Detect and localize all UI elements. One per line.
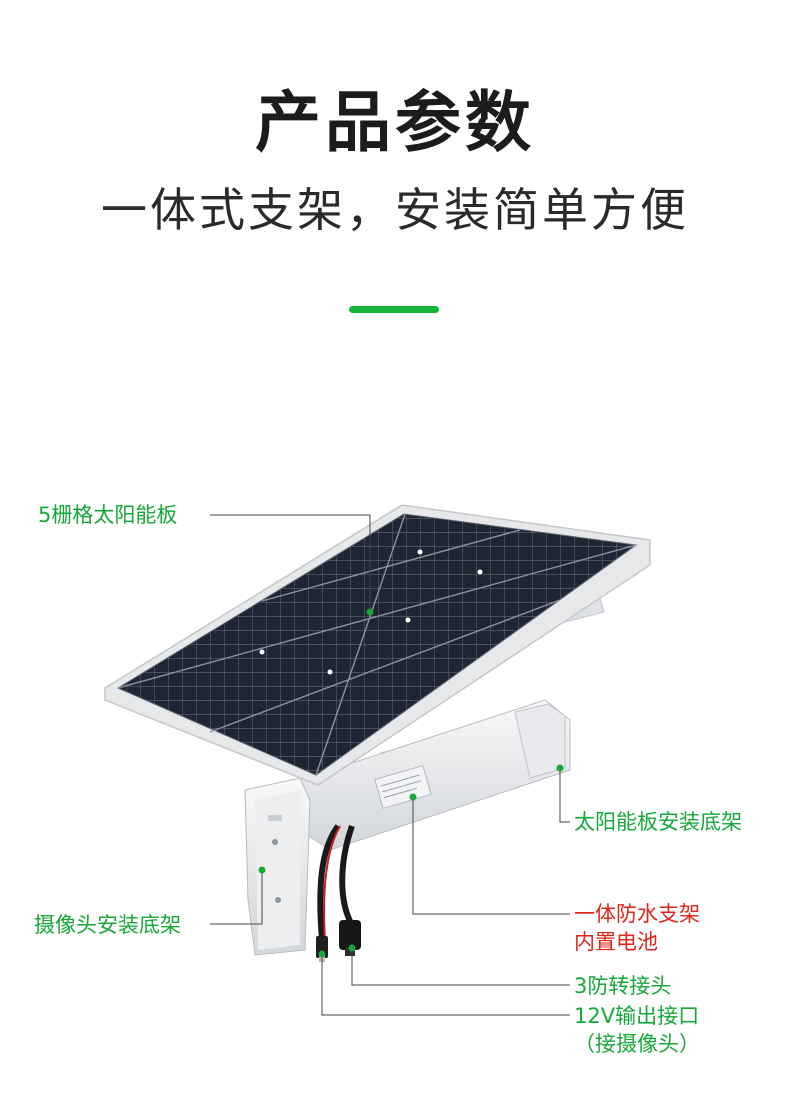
leader-bracket (412, 797, 570, 915)
page-subtitle: 一体式支架，安装简单方便 (101, 183, 689, 237)
callout-bracket-line1: 一体防水支架 (574, 902, 700, 926)
anchor-dot-bracket (409, 793, 417, 801)
connector-cable (339, 825, 355, 927)
callout-connector: 3防转接头 (574, 974, 672, 998)
leader-output (321, 954, 570, 1016)
battery-label-sticker (374, 765, 432, 809)
anchor-dot-solar-panel (366, 608, 374, 616)
callout-output-line2: （接摄像头） (574, 1032, 700, 1056)
anchor-dot-output (318, 950, 326, 958)
anchor-dot-camera-mount (258, 866, 266, 874)
callout-bracket-line2: 内置电池 (574, 930, 658, 954)
callout-output-line1: 12V输出接口 (574, 1004, 700, 1028)
waterproof-connector (339, 920, 361, 950)
leader-panel-mount (559, 768, 570, 823)
anchor-dot-connector (348, 944, 356, 952)
accent-divider (349, 306, 439, 313)
output-cable (317, 824, 341, 941)
anchor-dot-panel-mount (556, 764, 564, 772)
leader-connector (351, 948, 570, 986)
product-illustration (104, 504, 651, 1016)
callout-solar-panel: 5栅格太阳能板 (38, 503, 178, 527)
callout-camera-mount: 摄像头安装底架 (34, 913, 181, 937)
leader-solar-panel (210, 514, 371, 612)
leader-camera-mount (210, 870, 263, 925)
callout-panel-mount: 太阳能板安装底架 (574, 810, 742, 834)
page-title: 产品参数 (255, 84, 535, 161)
